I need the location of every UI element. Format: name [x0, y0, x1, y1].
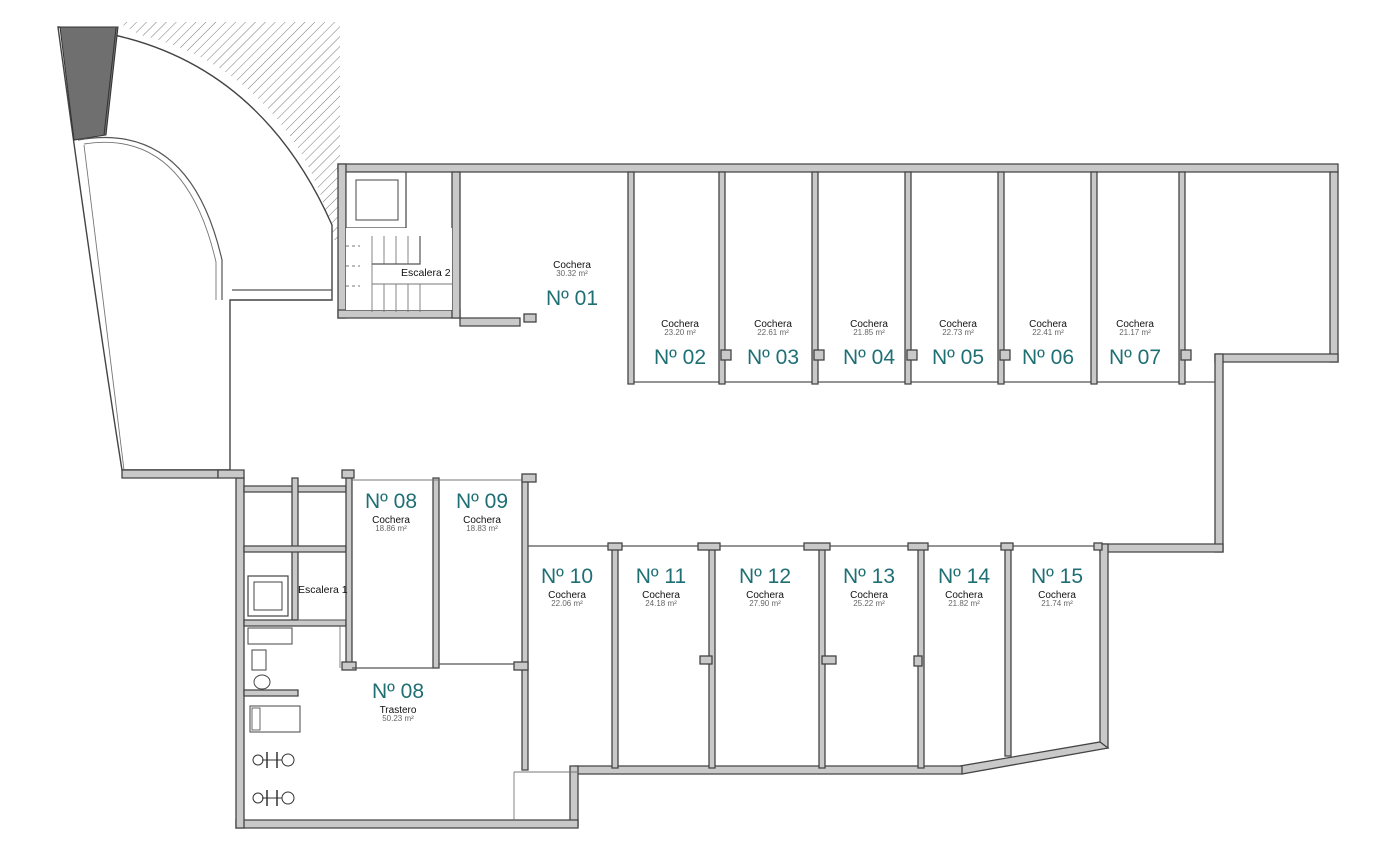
core-escalera-1 [243, 477, 347, 697]
unit-area: 21.17 m² [1119, 328, 1151, 337]
unit-number: Nº 05 [932, 346, 984, 369]
unit-number: Nº 08 [372, 680, 424, 703]
unit-number: Nº 11 [636, 565, 686, 588]
unit-area: 21.85 m² [853, 328, 885, 337]
unit-type-label: Cochera [939, 319, 977, 330]
stair-label-escalera-2: Escalera 2 [401, 267, 451, 279]
unit-type-label: Cochera [850, 319, 888, 330]
unit-number: Nº 07 [1109, 346, 1161, 369]
unit-area: 30.32 m² [556, 269, 588, 278]
unit-number: Nº 12 [739, 565, 791, 588]
unit-number: Nº 13 [843, 565, 895, 588]
unit-area: 25.22 m² [853, 599, 885, 608]
unit-type-label: Cochera [548, 590, 586, 601]
unit-number: Nº 02 [654, 346, 706, 369]
unit-type-label: Cochera [945, 590, 983, 601]
unit-type-label: Cochera [754, 319, 792, 330]
unit-type-label: Cochera [661, 319, 699, 330]
unit-number: Nº 10 [541, 565, 593, 588]
unit-type-label: Cochera [1029, 319, 1067, 330]
unit-type-label: Cochera [463, 515, 501, 526]
access-ramp [57, 26, 333, 479]
unit-number: Nº 06 [1022, 346, 1074, 369]
unit-number: Nº 01 [546, 287, 598, 310]
unit-number: Nº 15 [1031, 565, 1083, 588]
middle-boxes [341, 469, 537, 771]
unit-area: 18.83 m² [466, 524, 498, 533]
storage-furniture [249, 705, 301, 806]
unit-type-label: Cochera [642, 590, 680, 601]
unit-number: Nº 09 [456, 490, 508, 513]
unit-type-label: Trastero [380, 705, 417, 716]
unit-number: Nº 04 [843, 346, 895, 369]
unit-type-label: Cochera [553, 260, 591, 271]
building-walls [217, 163, 1339, 829]
hatched-terrain [118, 22, 340, 240]
unit-number: Nº 03 [747, 346, 799, 369]
unit-area: 21.74 m² [1041, 599, 1073, 608]
unit-type-label: Cochera [372, 515, 410, 526]
unit-area: 24.18 m² [645, 599, 677, 608]
unit-type-label: Cochera [1116, 319, 1154, 330]
unit-area: 21.82 m² [948, 599, 980, 608]
unit-type-label: Cochera [746, 590, 784, 601]
bottom-row-dividers [513, 542, 1103, 820]
unit-number: Nº 14 [938, 565, 990, 588]
unit-area: 22.41 m² [1032, 328, 1064, 337]
unit-type-label: Cochera [850, 590, 888, 601]
core-escalera-2 [345, 171, 452, 312]
unit-area: 50.23 m² [382, 714, 414, 723]
stair-label-escalera-1: Escalera 1 [298, 584, 348, 596]
unit-area: 18.86 m² [375, 524, 407, 533]
unit-area: 23.20 m² [664, 328, 696, 337]
top-row-dividers [523, 171, 1192, 385]
unit-number: Nº 08 [365, 490, 417, 513]
unit-area: 22.06 m² [551, 599, 583, 608]
unit-area: 27.90 m² [749, 599, 781, 608]
unit-type-label: Cochera [1038, 590, 1076, 601]
unit-area: 22.73 m² [942, 328, 974, 337]
unit-area: 22.61 m² [757, 328, 789, 337]
